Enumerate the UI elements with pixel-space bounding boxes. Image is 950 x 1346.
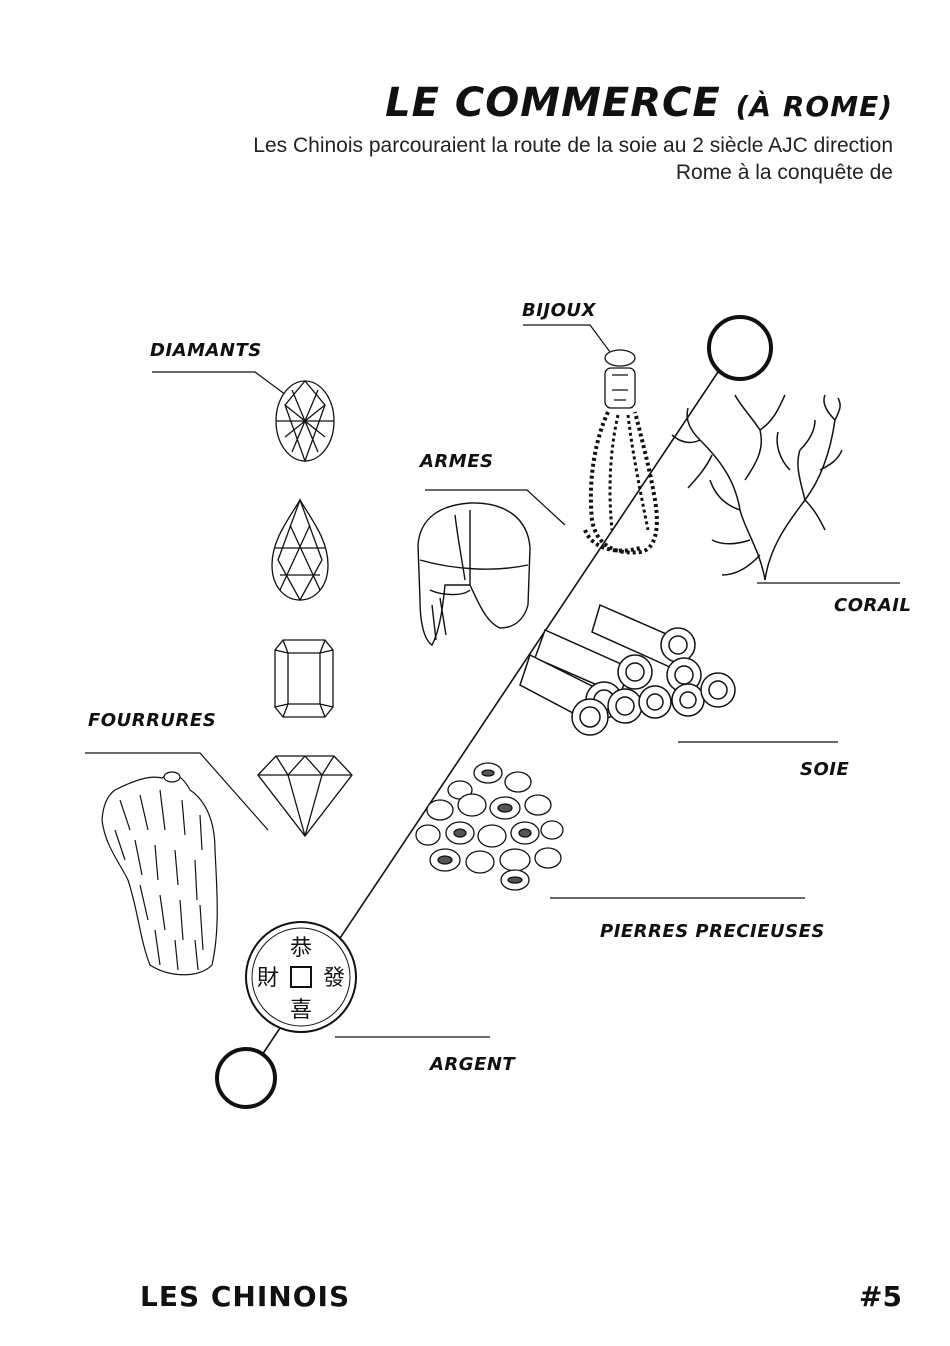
coin-icon: 恭 財 發 喜 (246, 922, 356, 1032)
route-start-circle[interactable] (217, 1049, 275, 1107)
label-diamants: DIAMANTS (150, 340, 262, 361)
oval-diamond-icon (276, 381, 334, 461)
fur-coat-icon (102, 772, 217, 975)
coin-glyph-bottom: 喜 (290, 998, 312, 1023)
emerald-cut-diamond-icon (275, 640, 333, 717)
pear-diamond-icon (272, 500, 328, 600)
route-end-circle[interactable] (709, 317, 771, 379)
precious-stones-icon (416, 763, 563, 890)
round-diamond-icon (258, 756, 352, 836)
label-bijoux: BIJOUX (522, 300, 596, 321)
label-argent: ARGENT (430, 1054, 515, 1075)
leader-bijoux (523, 325, 610, 352)
label-armes: ARMES (420, 451, 493, 472)
label-soie: SOIE (800, 759, 849, 780)
necklace-icon (585, 350, 657, 553)
footer-series-title: LES CHINOIS (140, 1280, 350, 1313)
label-corail: CORAIL (834, 595, 911, 616)
footer-page-number: #5 (859, 1280, 902, 1313)
coin-glyph-top: 恭 (290, 936, 312, 961)
leader-diamants (152, 372, 290, 398)
label-pierres-precieuses: PIERRES PRECIEUSES (600, 921, 825, 942)
silk-rolls-icon (520, 605, 735, 735)
coin-glyph-right: 發 (323, 966, 345, 991)
coin-glyph-left: 財 (257, 966, 279, 991)
label-fourrures: FOURRURES (88, 710, 216, 731)
helmet-icon (418, 503, 530, 645)
coral-icon (672, 395, 842, 580)
